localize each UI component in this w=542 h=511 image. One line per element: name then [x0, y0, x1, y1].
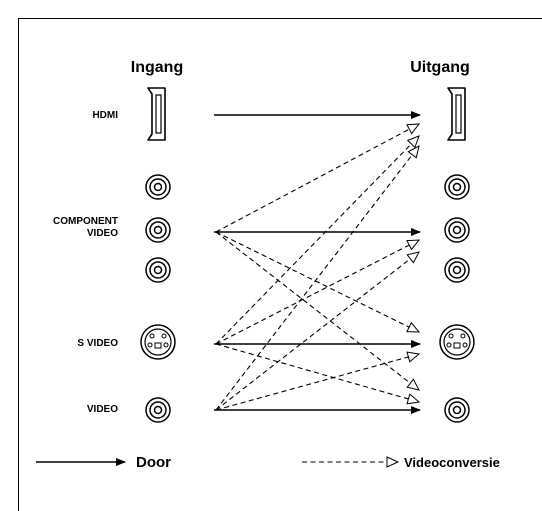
label-svideo: S VIDEO — [77, 338, 118, 349]
dashed-arrow-video-to-svideo — [215, 351, 421, 411]
component-output-jack-icon — [444, 257, 470, 283]
dashed-arrow-svideo-to-video — [215, 343, 421, 405]
hdmi-input-port-icon — [147, 87, 166, 141]
component-input-jack-icon — [145, 217, 171, 243]
label-component-line2: VIDEO — [87, 228, 118, 239]
label-video: VIDEO — [87, 404, 118, 415]
label-component-line1: COMPONENT — [53, 216, 118, 227]
dashed-arrow-component-to-hdmi — [215, 123, 421, 233]
legend-dashed-label: Videoconversie — [404, 455, 500, 470]
label-hdmi: HDMI — [92, 110, 118, 121]
component-output-jack-icon — [444, 217, 470, 243]
svideo-output-jack-icon — [439, 324, 475, 360]
component-input-jack-icon — [145, 174, 171, 200]
component-output-jack-icon — [444, 174, 470, 200]
svideo-input-jack-icon — [140, 324, 176, 360]
dashed-arrow-component-to-svideo — [215, 231, 421, 333]
legend-solid-label: Door — [136, 454, 171, 471]
diagram-frame — [18, 18, 542, 511]
dashed-arrow-video-to-component — [215, 251, 420, 411]
dashed-arrow-svideo-to-hdmi — [215, 135, 420, 345]
component-input-jack-icon — [145, 257, 171, 283]
video-input-jack-icon — [145, 397, 171, 423]
dashed-arrow-svideo-to-component — [215, 239, 421, 345]
input-header: Ingang — [131, 59, 183, 76]
output-header: Uitgang — [410, 59, 470, 76]
hdmi-output-port-icon — [447, 87, 466, 141]
dashed-arrow-video-to-hdmi — [215, 145, 420, 411]
video-output-jack-icon — [444, 397, 470, 423]
dashed-arrow-component-to-video — [215, 231, 420, 391]
